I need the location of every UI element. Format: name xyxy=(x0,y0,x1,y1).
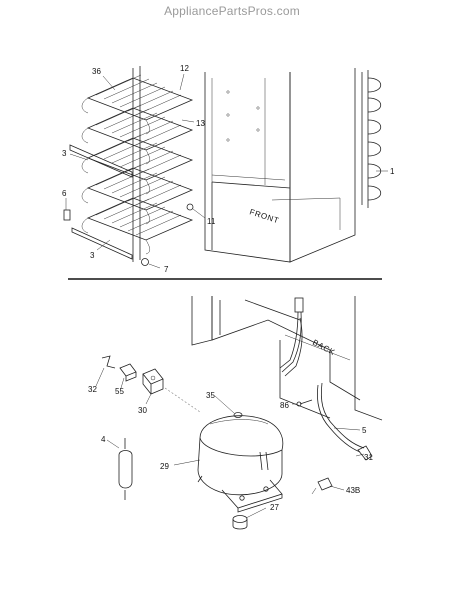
callout-7: 7 xyxy=(164,265,169,274)
shelf-stop-part xyxy=(63,209,71,221)
callout-31: 31 xyxy=(364,453,373,462)
cabinet-rear xyxy=(191,296,383,421)
overload-protector-part xyxy=(142,368,164,395)
relay-part xyxy=(119,363,137,382)
compressor-part xyxy=(197,412,284,513)
shelf-support-part xyxy=(186,203,194,211)
filter-drier-part xyxy=(118,438,133,500)
screw-part xyxy=(296,399,313,407)
site-watermark: AppliancePartsPros.com xyxy=(164,4,300,18)
evaporator-coil xyxy=(361,70,382,208)
callout-12: 12 xyxy=(180,64,189,73)
callout-6: 6 xyxy=(62,189,67,198)
callout-35: 35 xyxy=(206,391,215,400)
grommet-part xyxy=(232,515,248,530)
front-label: FRONT xyxy=(248,207,280,225)
assembly-guide-line xyxy=(164,387,201,413)
lower-leader-lines xyxy=(95,367,365,519)
callout-30: 30 xyxy=(138,406,147,415)
callout-86: 86 xyxy=(280,401,289,410)
callout-5: 5 xyxy=(362,426,367,435)
callout-3-upper-rail: 3 xyxy=(62,149,67,158)
callout-55: 55 xyxy=(115,387,124,396)
callout-11: 11 xyxy=(207,217,216,226)
callout-43b: 43B xyxy=(346,486,360,495)
callout-3-lower-rail: 3 xyxy=(90,251,95,260)
callout-29: 29 xyxy=(160,462,169,471)
callout-36: 36 xyxy=(92,67,101,76)
callout-27: 27 xyxy=(270,503,279,512)
freezer-cabinet xyxy=(204,68,356,263)
shelf-rails xyxy=(69,144,133,260)
shelf-clip-part xyxy=(141,258,149,266)
upper-leader-lines xyxy=(65,73,388,269)
upper-view: 36 12 13 3 6 3 11 7 1 FRONT xyxy=(62,64,395,274)
wire-clip-part xyxy=(101,355,116,369)
power-cord-bracket-part xyxy=(311,477,333,495)
callout-13: 13 xyxy=(196,119,205,128)
wire-shelf-rack xyxy=(81,66,194,262)
callout-32: 32 xyxy=(88,385,97,394)
callout-4: 4 xyxy=(101,435,106,444)
back-label: BACK xyxy=(311,338,337,357)
callout-1: 1 xyxy=(390,167,395,176)
wiring-harness xyxy=(279,297,373,461)
lower-view: 32 55 30 35 86 5 4 29 31 43B 27 BACK xyxy=(88,296,383,530)
